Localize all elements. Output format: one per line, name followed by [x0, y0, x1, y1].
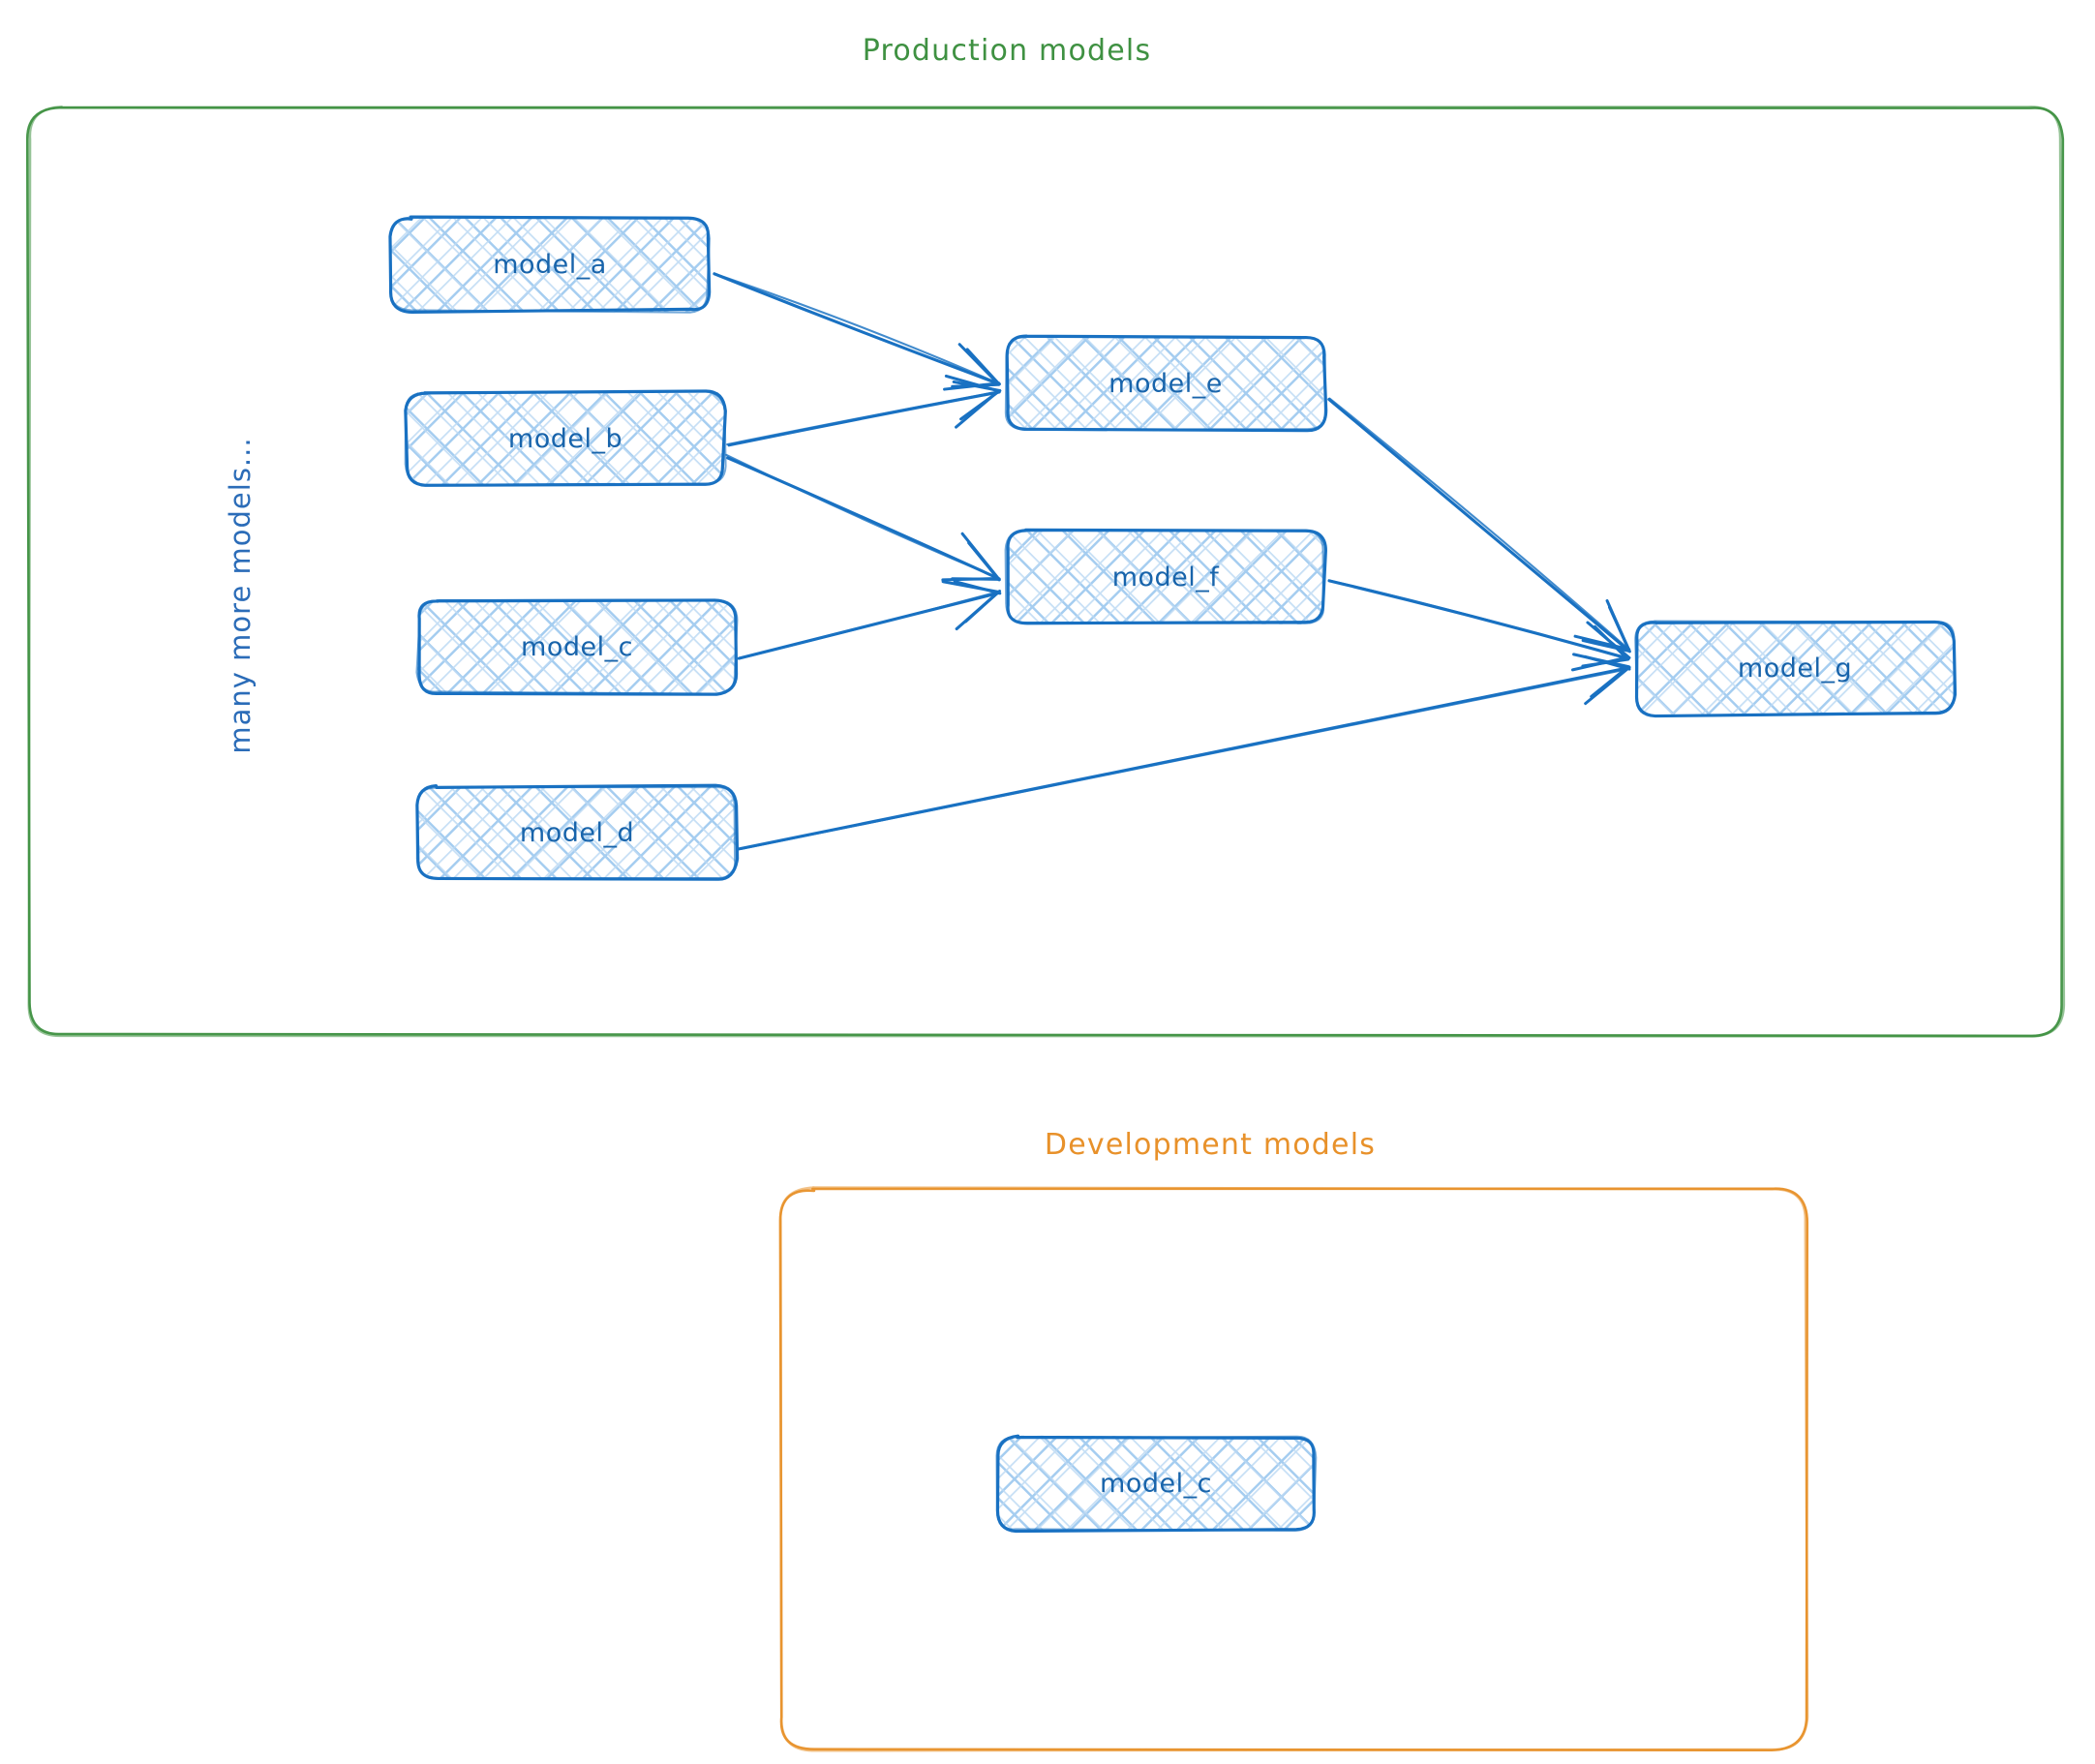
- labels: many more models...: [224, 437, 257, 753]
- edges: [713, 272, 1631, 851]
- node-label-model_c_prod: model_c: [521, 632, 633, 662]
- node-border-model_e: [1004, 335, 1326, 431]
- node-label-model_f: model_f: [1112, 563, 1221, 593]
- group-title-development: Development models: [1045, 1128, 1376, 1162]
- node-label-model_g: model_g: [1738, 654, 1852, 684]
- node-model_g[interactable]: model_g: [1634, 620, 1958, 718]
- node-model_f[interactable]: model_f: [1004, 528, 1327, 625]
- group-production: Production models: [25, 34, 2066, 1038]
- node-fill-overlay-model_c_prod: [416, 600, 737, 695]
- node-fill-overlay-model_a: [390, 216, 710, 313]
- node-model_c_prod[interactable]: model_c: [415, 598, 739, 696]
- group-border-development: [779, 1186, 1809, 1752]
- node-fill-overlay-model_d: [416, 785, 737, 880]
- node-label-model_d: model_d: [520, 818, 634, 848]
- node-border-model_f: [1004, 529, 1325, 624]
- node-fill-overlay-model_g: [1634, 620, 1955, 715]
- node-model_e[interactable]: model_e: [1004, 334, 1328, 433]
- node-border-model_a: [389, 215, 711, 314]
- edge-b-to-e: [726, 374, 1002, 447]
- edge-c-to-f: [737, 580, 1002, 660]
- node-border-model_c_prod: [415, 598, 739, 695]
- node-fill-overlay-model_f: [1006, 530, 1324, 625]
- node-border-model_d: [415, 786, 737, 880]
- node-model_d[interactable]: model_d: [415, 783, 740, 881]
- node-border-model_b: [404, 390, 727, 486]
- node-border-model_c_dev: [995, 1435, 1318, 1532]
- node-label-model_b: model_b: [508, 424, 622, 454]
- node-label-model_c_dev: model_c: [1100, 1469, 1212, 1499]
- node-border-model_g: [1634, 620, 1956, 717]
- node-fill-overlay-model_e: [1006, 337, 1324, 431]
- edge-b-to-f: [725, 453, 1001, 582]
- node-border-model_c_prod: [417, 598, 739, 696]
- node-model_a[interactable]: model_a: [388, 215, 712, 315]
- edge-a-to-e: [713, 272, 1001, 391]
- edge-f-to-g: [1327, 579, 1631, 672]
- side-label-many-more-models: many more models...: [224, 437, 257, 753]
- node-fill-overlay-model_b: [405, 390, 725, 485]
- node-model_c_dev[interactable]: model_c: [995, 1434, 1318, 1534]
- group-development: Development models: [778, 1128, 1809, 1752]
- nodes: model_a model_b model_c model_d model_emodel…: [388, 215, 1958, 1534]
- node-label-model_a: model_a: [493, 250, 607, 280]
- node-fill-overlay-model_c_dev: [996, 1435, 1316, 1531]
- edge-d-to-g: [737, 653, 1631, 851]
- group-title-production: Production models: [863, 34, 1152, 68]
- group-border-production: [27, 105, 2066, 1038]
- edge-e-to-g: [1327, 397, 1631, 654]
- node-label-model_e: model_e: [1108, 369, 1223, 399]
- node-model_b[interactable]: model_b: [404, 389, 727, 487]
